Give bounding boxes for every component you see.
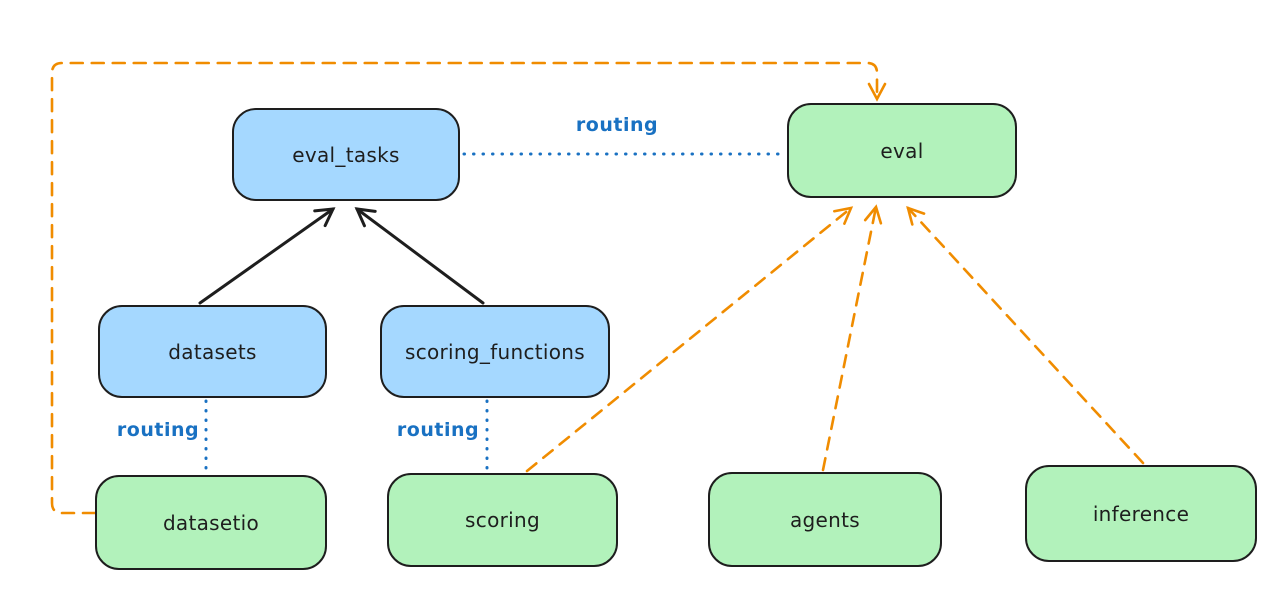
node-datasetio: datasetio	[95, 475, 327, 570]
node-eval-tasks: eval_tasks	[232, 108, 460, 201]
edge-label-routing-eval_tasks-eval: routing	[575, 114, 659, 136]
node-datasetio-label: datasetio	[162, 510, 260, 535]
node-agents-label: agents	[790, 507, 860, 532]
node-scoring: scoring	[387, 473, 618, 567]
edge-inference-to-eval	[906, 205, 1145, 465]
node-scoring-functions-label: scoring_functions	[404, 339, 586, 364]
node-eval-label: eval	[880, 138, 924, 163]
node-datasets-label: datasets	[168, 339, 257, 364]
edge-label-routing-scoring_functions-scoring: routing	[396, 419, 480, 441]
node-eval: eval	[787, 103, 1017, 198]
node-inference: inference	[1025, 465, 1257, 562]
node-scoring-label: scoring	[465, 508, 540, 532]
node-eval-tasks-label: eval_tasks	[292, 142, 400, 167]
node-inference-label: inference	[1092, 501, 1190, 526]
node-agents: agents	[708, 472, 942, 567]
edge-datasets-to-eval_tasks	[198, 207, 336, 305]
node-scoring-functions: scoring_functions	[380, 305, 610, 398]
edge-datasetio-to-eval-loop	[50, 61, 887, 515]
node-datasets: datasets	[98, 305, 327, 398]
edge-label-routing-datasets-datasetio: routing	[116, 419, 200, 441]
edge-agents-to-eval	[821, 204, 883, 472]
edge-scoring_functions-to-eval_tasks	[354, 207, 485, 305]
